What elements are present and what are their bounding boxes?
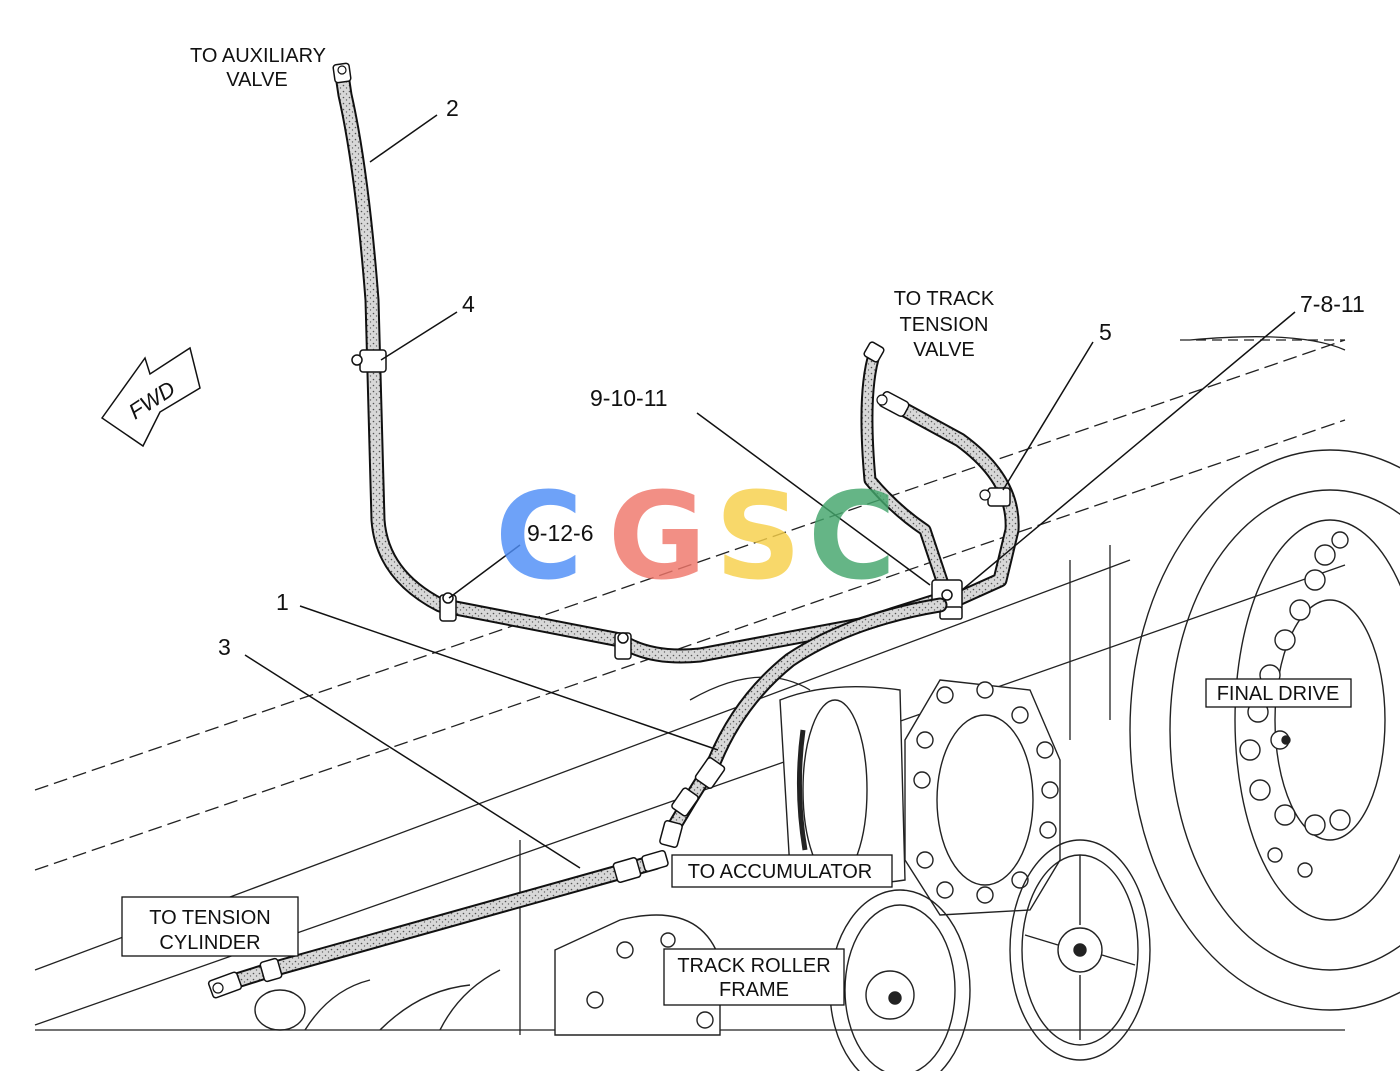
clamp-4 — [351, 349, 387, 373]
leader-lines — [244, 114, 1296, 869]
boxed-labels: FINAL DRIVE TO ACCUMULATOR TO TENSION CY… — [121, 678, 1352, 1006]
watermark-letter-4: C — [808, 468, 896, 607]
final-drive-housing — [1129, 449, 1400, 1011]
callout-4: 4 — [462, 291, 475, 317]
final-drive-label: FINAL DRIVE — [1217, 683, 1340, 705]
tension-cylinder-label-line2: CYLINDER — [159, 932, 260, 954]
callout-numbers: 1 2 3 4 5 9-12-6 9-10-11 7-8-11 — [218, 95, 1365, 660]
aux-valve-label-line2: VALVE — [226, 69, 288, 91]
callout-2: 2 — [446, 95, 459, 121]
track-tension-label-line2: TENSION — [900, 314, 989, 336]
to-accumulator-label: TO ACCUMULATOR — [688, 861, 872, 883]
callout-7-8-11: 7-8-11 — [1300, 291, 1365, 317]
callout-9-12-6: 9-12-6 — [527, 520, 593, 546]
forward-direction-arrow: FWD — [100, 346, 201, 448]
callout-1: 1 — [276, 589, 289, 615]
hose-1-accumulator — [659, 597, 948, 848]
watermark-letter-1: C — [495, 468, 583, 607]
to-tension-cylinder-box: TO TENSION CYLINDER — [121, 896, 299, 957]
track-tension-label-line3: VALVE — [913, 339, 975, 361]
watermark-letter-2: G — [608, 468, 707, 607]
hose-5-track-tension — [860, 341, 1020, 606]
aux-valve-label-line1: TO AUXILIARY — [190, 45, 326, 67]
tension-cylinder-label-line1: TO TENSION — [149, 907, 271, 929]
clamp-mid-frame — [614, 632, 632, 660]
cgsc-watermark-logo: C G S C — [495, 468, 896, 607]
track-tension-label-line1: TO TRACK — [894, 288, 995, 310]
watermark-letter-3: S — [715, 468, 801, 607]
destination-labels: TO AUXILIARY VALVE TO TRACK TENSION VALV… — [190, 45, 995, 361]
to-accumulator-box: TO ACCUMULATOR — [671, 854, 893, 888]
callout-3: 3 — [218, 634, 231, 660]
hose-3-tension-cylinder — [207, 849, 669, 999]
track-roller-label-line2: FRAME — [719, 979, 789, 1001]
callout-5: 5 — [1099, 319, 1112, 345]
track-roller-frame-box: TRACK ROLLER FRAME — [663, 948, 845, 1006]
track-roller-label-line1: TRACK ROLLER — [677, 955, 830, 977]
final-drive-box: FINAL DRIVE — [1205, 678, 1352, 708]
clamp-9-12-6 — [439, 592, 457, 622]
drive-motor-housing — [779, 679, 1061, 916]
callout-9-10-11: 9-10-11 — [590, 385, 668, 411]
hose-2-auxiliary — [332, 62, 953, 664]
